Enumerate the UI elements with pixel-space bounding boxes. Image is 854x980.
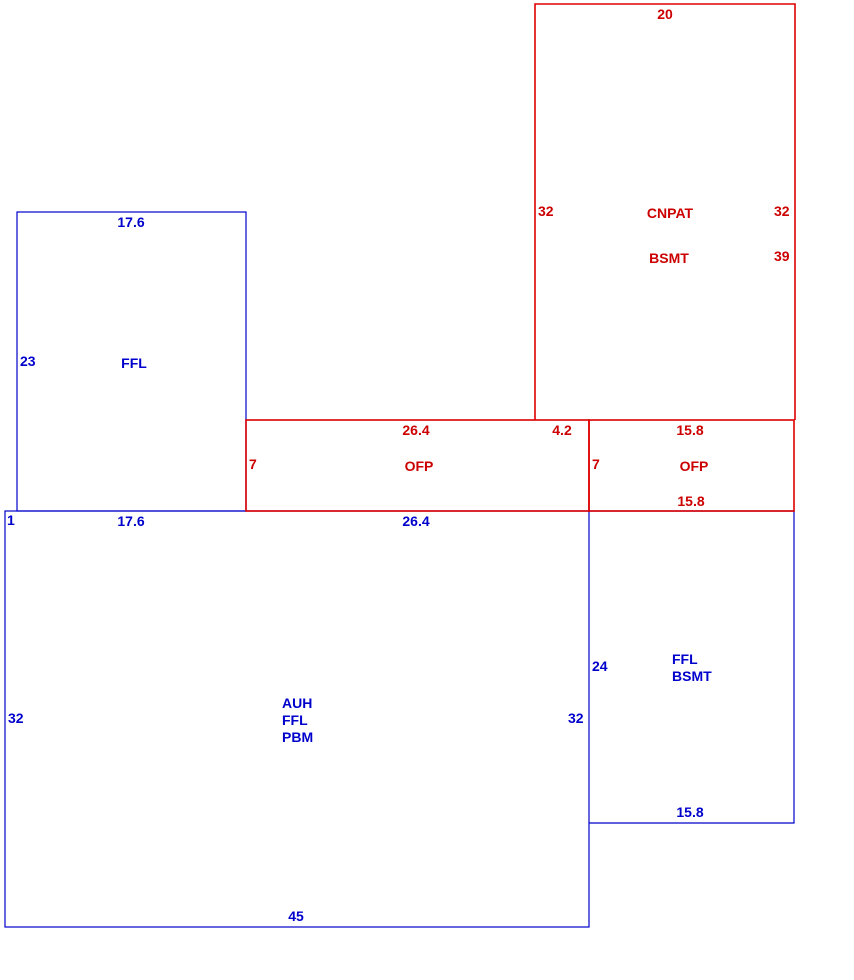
dim-ofp-left-top: 26.4 bbox=[402, 422, 429, 438]
dim-cnpat-right-upper: 32 bbox=[774, 203, 790, 219]
area-main-name-1: AUH bbox=[282, 695, 312, 711]
dim-main-left: 32 bbox=[8, 710, 24, 726]
dim-main-corner: 1 bbox=[7, 512, 15, 528]
dim-ffl-upper-bottom: 17.6 bbox=[117, 513, 144, 529]
dim-ffl-bsmt-left: 24 bbox=[592, 658, 608, 674]
dim-main-top-right: 26.4 bbox=[402, 513, 429, 529]
area-main-name-3: PBM bbox=[282, 729, 313, 745]
area-ffl-upper-name: FFL bbox=[121, 355, 147, 371]
area-ofp-right-outline bbox=[588, 419, 795, 512]
area-ffl-bsmt-outline bbox=[589, 510, 795, 824]
dim-main-right: 32 bbox=[568, 710, 584, 726]
area-cnpat-outline bbox=[534, 3, 796, 420]
dim-ofp-left-top-right: 4.2 bbox=[552, 422, 572, 438]
dim-cnpat-left: 32 bbox=[538, 203, 554, 219]
area-cnpat-name: CNPAT bbox=[647, 205, 694, 221]
area-cnpat-bsmt-name: BSMT bbox=[649, 250, 689, 266]
dim-cnpat-right-lower: 39 bbox=[774, 248, 790, 264]
dim-main-bottom: 45 bbox=[288, 908, 304, 924]
area-ffl-bsmt-name-2: BSMT bbox=[672, 668, 712, 684]
dim-ofp-right-top: 15.8 bbox=[676, 422, 703, 438]
area-ofp-right-name: OFP bbox=[680, 458, 709, 474]
area-ffl-bsmt-name-1: FFL bbox=[672, 651, 698, 667]
dim-cnpat-top: 20 bbox=[657, 6, 673, 22]
area-main-name-2: FFL bbox=[282, 712, 308, 728]
area-ofp-left-name: OFP bbox=[405, 458, 434, 474]
dim-ofp-left-left: 7 bbox=[249, 456, 257, 472]
dim-ofp-right-left: 7 bbox=[592, 456, 600, 472]
dim-ffl-upper-left: 23 bbox=[20, 353, 36, 369]
dim-ffl-upper-top: 17.6 bbox=[117, 214, 144, 230]
dim-ffl-bsmt-bottom: 15.8 bbox=[676, 804, 703, 820]
dim-ofp-right-bottom: 15.8 bbox=[677, 493, 704, 509]
